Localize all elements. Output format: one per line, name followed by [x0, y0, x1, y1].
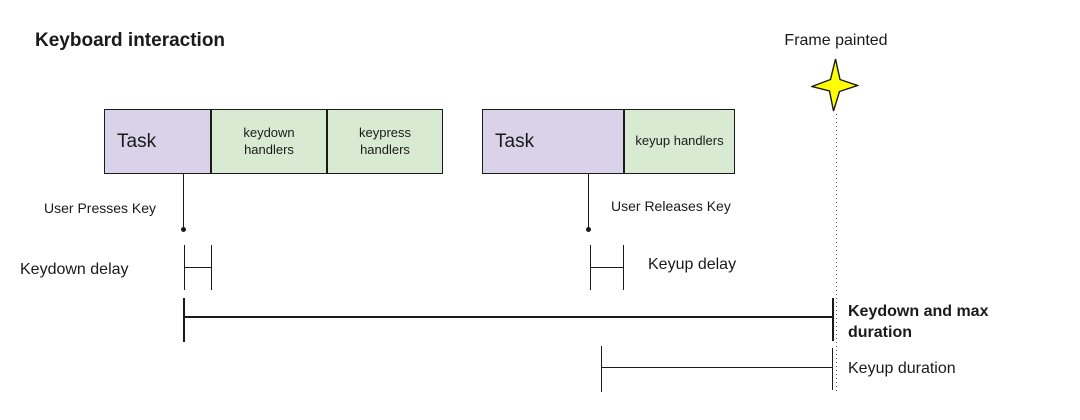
keydown-handlers-box: keydown handlers — [211, 109, 327, 174]
four-point-star-icon — [811, 58, 859, 112]
user-presses-arrowhead-dot — [181, 227, 186, 232]
keydown-duration-right-tick — [832, 298, 834, 341]
keyup-duration-left-tick — [601, 346, 602, 392]
keydown-max-duration-label: Keydown and max duration — [848, 303, 989, 341]
keyup-delay-connector — [590, 267, 624, 268]
keyup-duration-right-tick — [832, 348, 833, 390]
keypress-handlers-box: keypress handlers — [327, 109, 443, 174]
user-presses-key-label: User Presses Key — [44, 200, 157, 216]
keydown-duration-left-tick — [183, 298, 185, 342]
user-releases-key-label: User Releases Key — [611, 198, 731, 214]
diagram-title: Keyboard interaction — [35, 30, 226, 51]
frame-painted-label: Frame painted — [784, 32, 888, 49]
user-releases-arrowhead-dot — [586, 227, 591, 232]
keyup-delay-label: Keyup delay — [648, 256, 737, 273]
keyup-handlers-box: keyup handlers — [624, 109, 735, 174]
frame-painted-dotted-line — [836, 114, 837, 393]
keyup-duration-label: Keyup duration — [848, 360, 956, 377]
keydown-task-box: Task — [104, 109, 211, 174]
keydown-delay-connector — [184, 267, 212, 268]
keyup-duration-line — [601, 367, 833, 368]
keyup-task-box: Task — [482, 109, 624, 174]
keydown-duration-line — [183, 316, 834, 318]
user-presses-arrow-line — [183, 174, 184, 227]
keydown-delay-label: Keydown delay — [20, 261, 129, 278]
user-releases-arrow-line — [588, 174, 589, 227]
